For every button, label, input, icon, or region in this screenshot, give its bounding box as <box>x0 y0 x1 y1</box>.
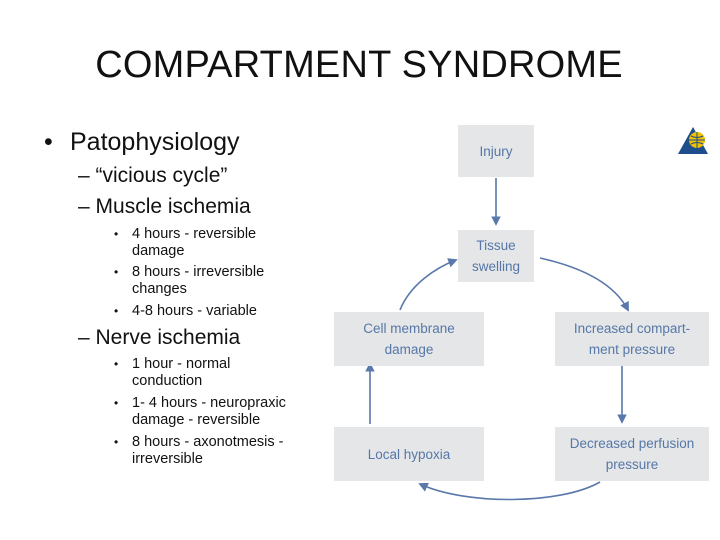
point-muscle-ischemia: – Muscle ischemia <box>78 195 251 218</box>
box-increased-pressure: Increased compart- ment pressure <box>555 312 709 366</box>
point-vicious-cycle: – “vicious cycle” <box>78 164 228 187</box>
point-nerve-ischemia: – Nerve ischemia <box>78 326 241 349</box>
bullet-patophysiology: •Patophysiology <box>44 128 240 156</box>
slide-title: COMPARTMENT SYNDROME <box>95 44 623 86</box>
arrow-perfusion-to-hypoxia <box>418 481 601 501</box>
box-decreased-perfusion: Decreased perfusion pressure <box>555 427 709 481</box>
box-cell-membrane: Cell membrane damage <box>334 312 484 366</box>
arrow-swelling-to-pressure <box>539 257 629 312</box>
heading-text: Patophysiology <box>70 128 240 156</box>
box-tissue-swelling: Tissue swelling <box>458 230 534 282</box>
box-local-hypoxia: Local hypoxia <box>334 427 484 481</box>
globe-triangle-logo-icon <box>678 127 708 154</box>
box-injury: Injury <box>458 125 534 177</box>
arrow-membrane-to-swelling <box>399 258 458 311</box>
